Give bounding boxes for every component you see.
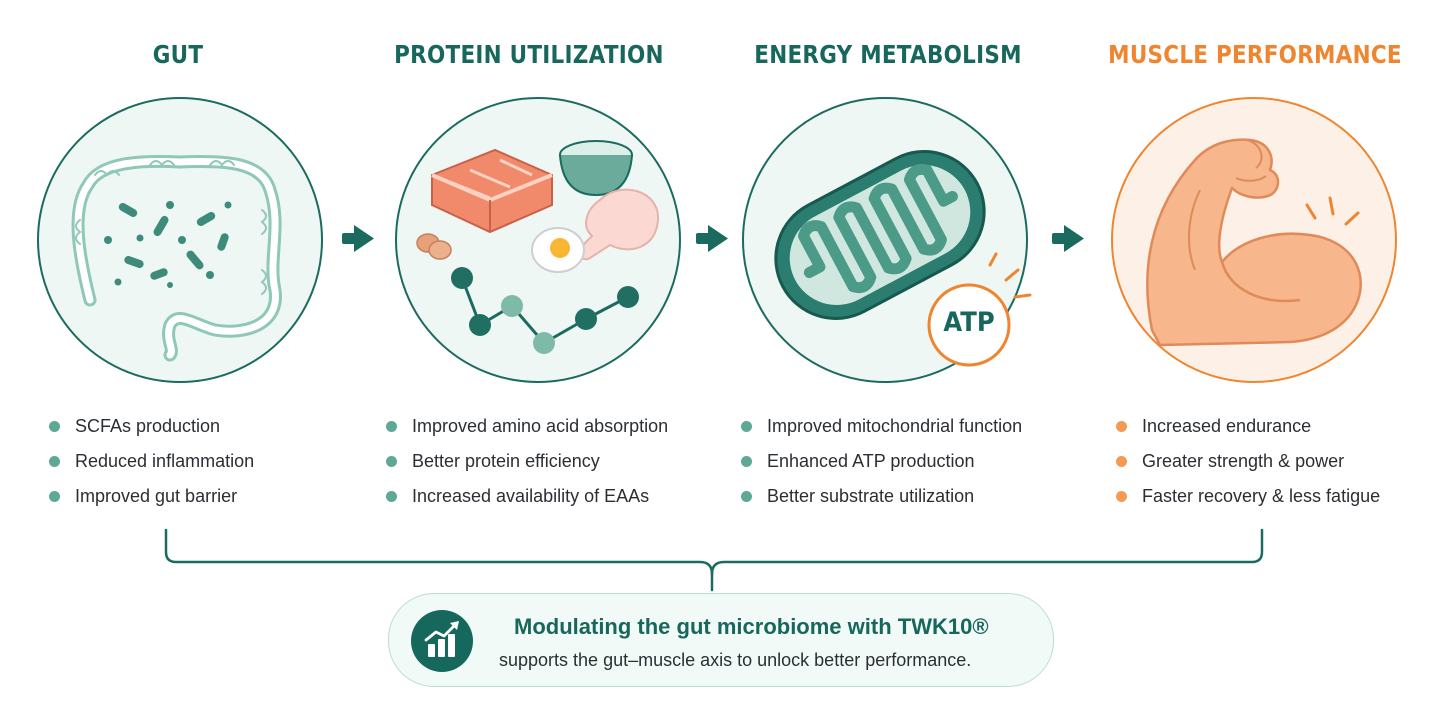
list-item: Enhanced ATP production [741,448,1022,483]
growth-chart-icon [411,610,473,672]
protein-illustration [395,97,681,383]
energy-metabolism-title: ENERGY METABOLISM [754,40,1022,69]
summary-subtitle: supports the gut–muscle axis to unlock b… [499,650,972,670]
gut-title: GUT [152,40,204,69]
flexed-arm-icon [1146,138,1362,347]
summary-title: Modulating the gut microbiome with TWK10… [514,614,989,639]
bracket-connector [164,528,1264,592]
bacteria-cluster [104,201,232,288]
growth-chart-graphic [424,621,459,657]
list-item: Reduced inflammation [49,448,254,483]
arrow-right-icon [696,225,728,252]
list-item: Increased availability of EAAs [386,483,668,518]
energy-bullets: Improved mitochondrial function Enhanced… [741,413,1022,518]
energy-illustration [742,97,1032,383]
muscle-bullets: Increased endurance Greater strength & p… [1116,413,1380,518]
list-item: Better substrate utilization [741,483,1022,518]
arrow-right-icon [342,225,374,252]
protein-bullets: Improved amino acid absorption Better pr… [386,413,668,518]
muscle-illustration [1111,97,1397,383]
muscle-performance-title: MUSCLE PERFORMANCE [1108,40,1402,69]
energy-burst-icon [988,252,1032,299]
protein-foods-icon [416,140,660,273]
summary-box: Modulating the gut microbiome with TWK10… [388,593,1054,687]
list-item: Improved gut barrier [49,483,254,518]
list-item: SCFAs production [49,413,254,448]
list-item: Improved mitochondrial function [741,413,1022,448]
list-item: Increased endurance [1116,413,1380,448]
list-item: Greater strength & power [1116,448,1380,483]
strength-burst-icon [1305,196,1360,226]
mitochondria-icon [774,150,986,320]
protein-utilization-title: PROTEIN UTILIZATION [394,40,664,69]
list-item: Improved amino acid absorption [386,413,668,448]
atp-label: ATP [943,307,995,338]
list-item: Faster recovery & less fatigue [1116,483,1380,518]
gut-bullets: SCFAs production Reduced inflammation Im… [49,413,254,518]
amino-acid-chain [451,267,639,354]
arrow-right-icon [1052,225,1084,252]
list-item: Better protein efficiency [386,448,668,483]
gut-illustration [37,97,323,383]
